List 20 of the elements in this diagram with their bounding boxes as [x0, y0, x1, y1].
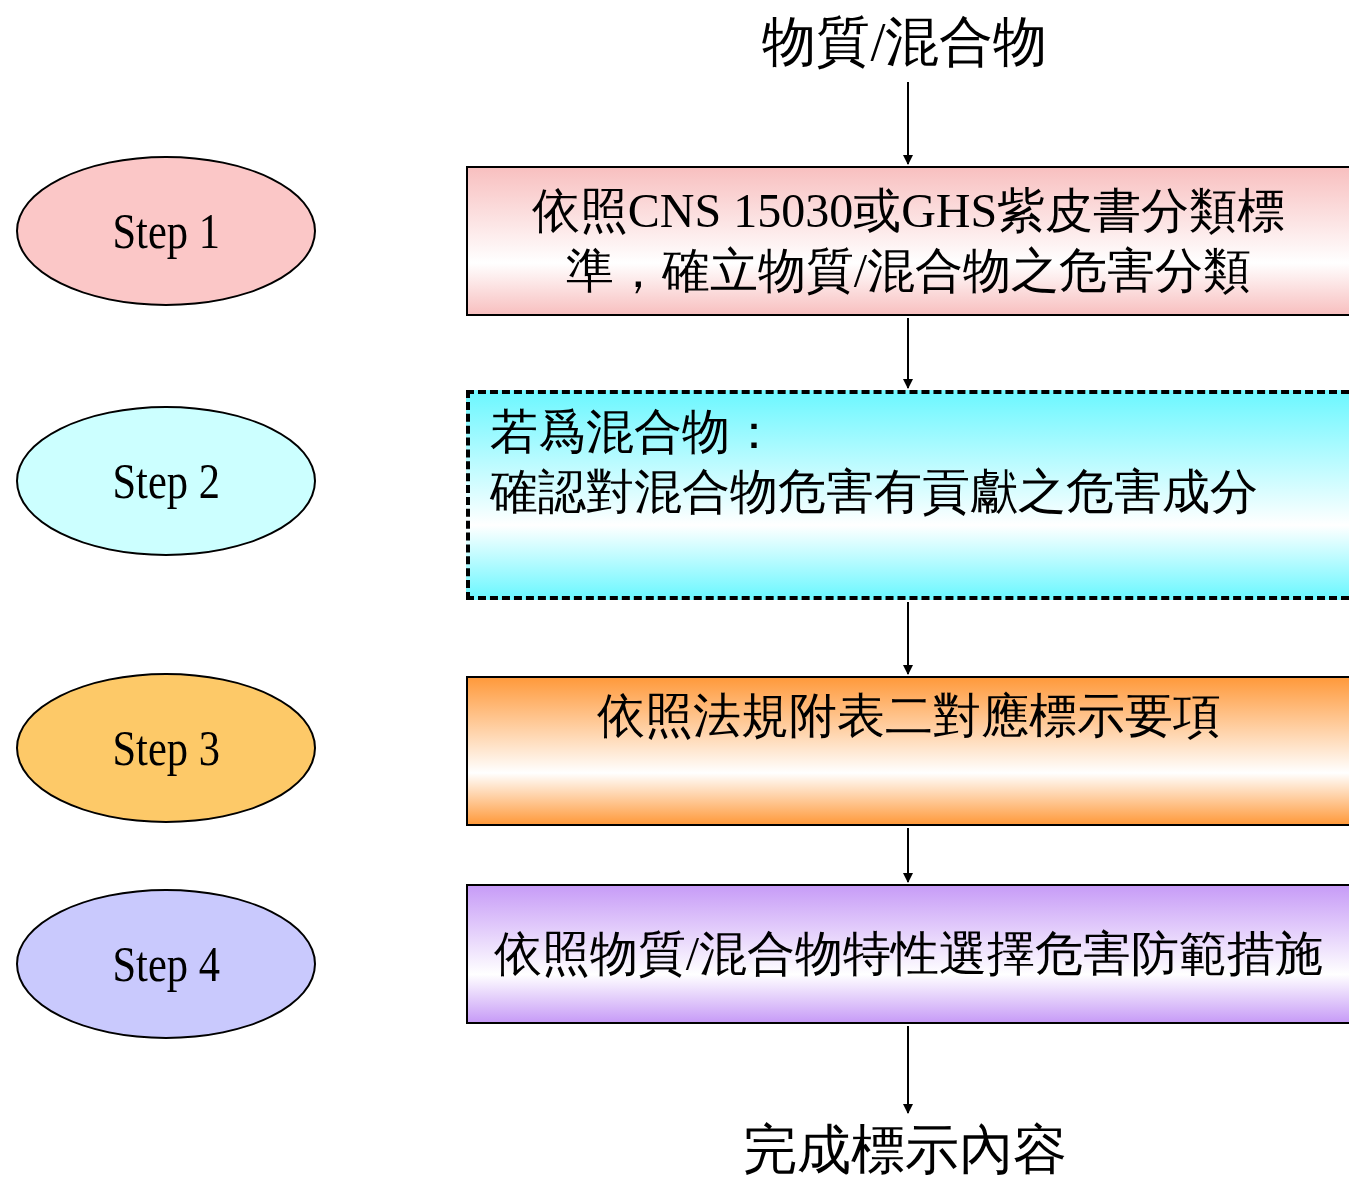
- process-box: [466, 676, 1349, 826]
- process-box: [466, 390, 1349, 600]
- step-description: 依照物質/混合物特性選擇危害防範措施: [493, 926, 1324, 982]
- step-description: 若爲混合物：: [490, 404, 778, 460]
- arrow: [903, 1025, 913, 1114]
- start-label: 物質/混合物: [762, 10, 1048, 74]
- step-label: Step 2: [112, 451, 220, 511]
- arrow: [903, 81, 913, 165]
- process-box: [466, 884, 1349, 1024]
- step-description: 依照法規附表二對應標示要項: [596, 688, 1221, 744]
- step-description: 確認對混合物危害有貢獻之危害成分: [490, 464, 1258, 520]
- arrow: [903, 601, 913, 675]
- step-label: Step 3: [112, 718, 220, 778]
- arrow: [903, 317, 913, 389]
- process-box: [466, 166, 1349, 316]
- end-label: 完成標示內容: [743, 1119, 1067, 1183]
- step-label: Step 4: [112, 934, 220, 994]
- step-description: 依照CNS 15030或GHS紫皮書分類標準，確立物質/混合物之危害分類: [530, 183, 1287, 299]
- arrow: [903, 827, 913, 883]
- step-label: Step 1: [112, 201, 220, 261]
